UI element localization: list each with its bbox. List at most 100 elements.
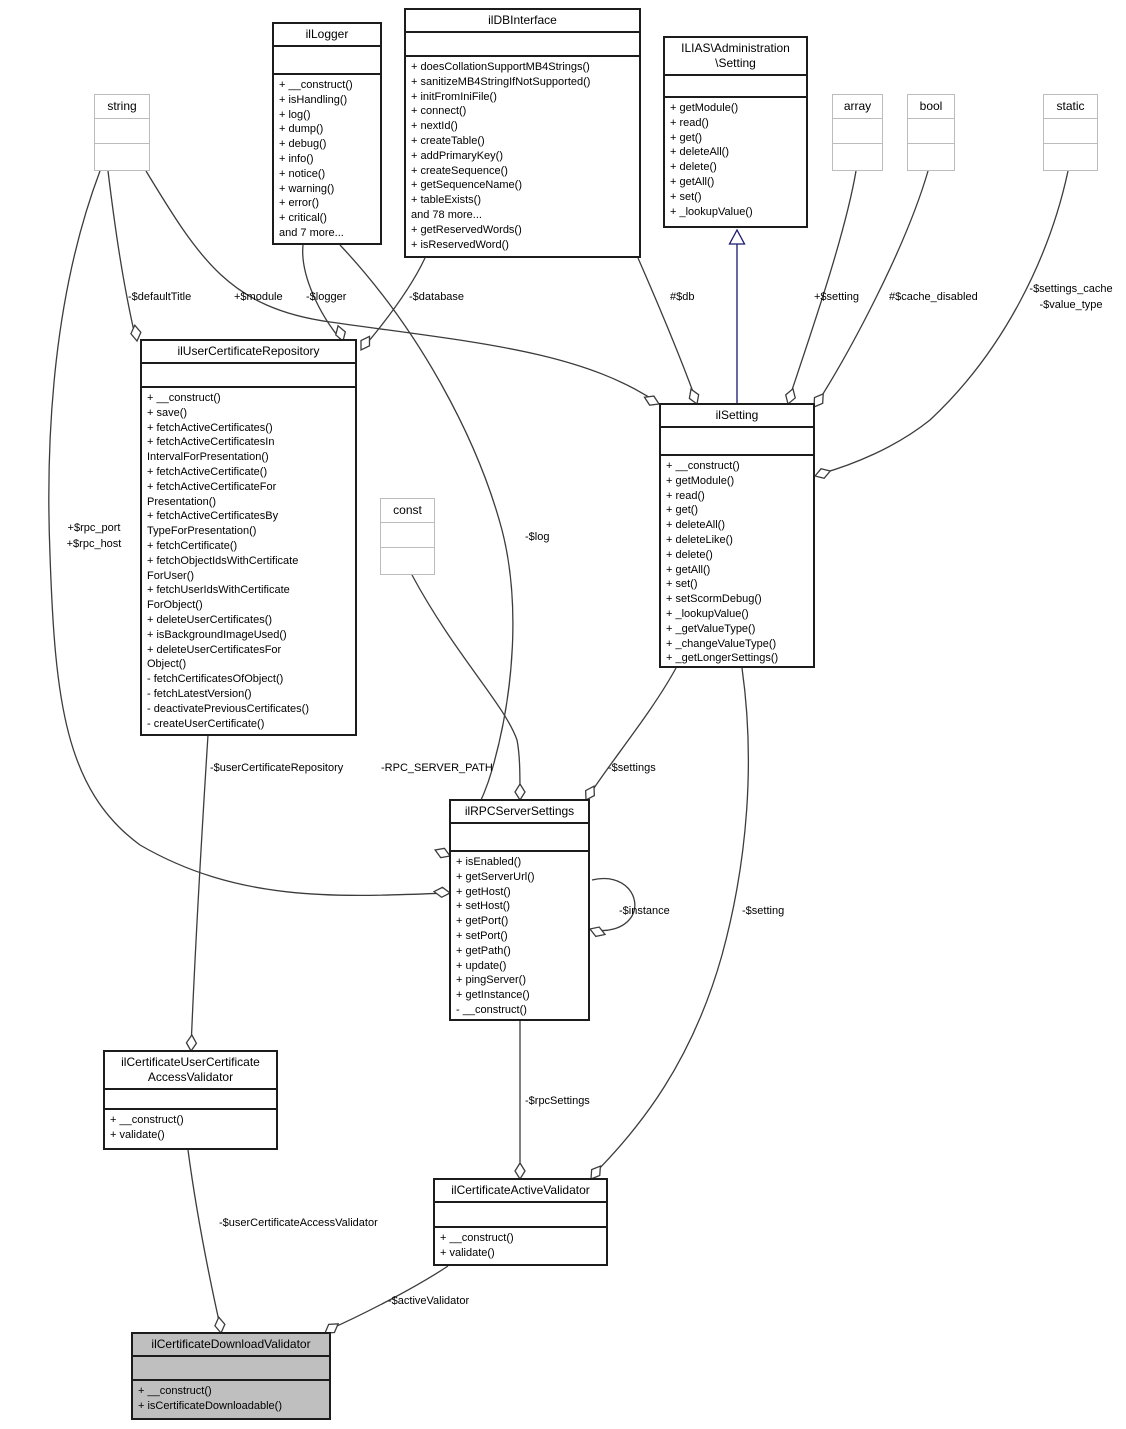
text-line: + fetchUserIdsWithCertificate (147, 584, 290, 597)
text-line: - fetchCertificatesOfObject() (147, 673, 284, 686)
text-line: + _changeValueType() (666, 637, 777, 650)
edge-label-active-validator: -$activeValidator (388, 1295, 470, 1307)
aggregation-diamond (130, 323, 142, 343)
text-line: + read() (670, 116, 709, 129)
text-line: + dump() (279, 123, 324, 136)
aggregation-diamond (434, 847, 452, 859)
edge-label-line: +$rpc_port (67, 522, 121, 534)
class-ilcertificatedownloadvalidator[interactable]: ilCertificateDownloadValidator + __const… (131, 1332, 331, 1420)
text-line: ilCertificateUserCertificate (121, 1055, 260, 1069)
text-line: + log() (279, 108, 311, 121)
text-line: + info() (279, 152, 314, 165)
text-line: + notice() (279, 167, 326, 180)
text-line: + addPrimaryKey() (411, 149, 504, 162)
type-title: const (381, 499, 434, 523)
edge-label-user-certificate-repository: -$userCertificateRepository (210, 762, 344, 774)
edge-label-database: -$database (409, 291, 465, 303)
text-line: - deactivatePreviousCertificates() (147, 702, 310, 715)
edge-rpc-server-path (411, 574, 521, 798)
text-line: + initFromIniFile() (411, 90, 497, 103)
class-ilcertificateactivevalidator[interactable]: ilCertificateActiveValidator + __constru… (433, 1178, 608, 1266)
text-line: ilLogger (305, 27, 349, 41)
text-line: \Setting (715, 56, 756, 70)
aggregation-diamond (323, 1323, 340, 1334)
edge-label-setting: -$setting (742, 905, 785, 917)
text-line: ilUserCertificateRepository (177, 344, 320, 358)
text-line: - fetchLatestVersion() (147, 687, 252, 700)
edge-label-default-title: -$defaultTitle (128, 291, 192, 303)
edge-user-certificate-repository (190, 734, 209, 1049)
aggregation-diamond (432, 886, 452, 899)
edge-db (637, 257, 697, 401)
class-ilias-administration-setting[interactable]: ILIAS\Administration\Setting + getModule… (663, 36, 808, 228)
text-line: + set() (670, 190, 702, 203)
edge-label-line: +$rpc_host (66, 538, 122, 550)
text-line: + fetchActiveCertificateFor (147, 480, 277, 493)
text-line: + __construct() (440, 1232, 514, 1244)
text-line: + fetchObjectIdsWithCertificate (147, 554, 299, 567)
class-title: ilUserCertificateRepository (142, 341, 355, 364)
aggregation-diamond (335, 324, 347, 343)
text-line: + _getLongerSettings() (666, 652, 779, 665)
text-line: + fetchActiveCertificatesBy (147, 510, 279, 523)
text-line: + isCertificateDownloadable() (138, 1399, 282, 1412)
attributes-compartment (95, 119, 149, 144)
text-line: + _getValueType() (666, 622, 756, 635)
text-line: + sanitizeMB4StringIfNotSupported() (411, 75, 591, 88)
text-line: TypeForPresentation() (147, 525, 257, 538)
text-line: - createUserCertificate() (147, 717, 265, 730)
aggregation-diamond (590, 1165, 602, 1180)
aggregation-diamond (514, 1161, 526, 1181)
methods-compartment (381, 548, 434, 574)
edge-active-validator (325, 1265, 449, 1332)
text-line: + debug() (279, 138, 327, 151)
aggregation-diamond (185, 1033, 198, 1053)
text-line: const (393, 503, 422, 517)
attributes-compartment (451, 824, 588, 852)
text-line: ForObject() (147, 599, 203, 612)
type-box-bool: bool (907, 94, 955, 171)
text-line: + createTable() (411, 134, 485, 147)
edge-instance-loop (590, 877, 636, 932)
edge-label-setting-array: +$setting (814, 291, 859, 303)
text-line: + __construct() (666, 460, 740, 472)
text-line: + connect() (411, 105, 467, 118)
text-line: + __construct() (147, 392, 221, 404)
text-line: + update() (456, 959, 507, 972)
text-line: string (107, 99, 137, 113)
edge-label-settings-cache-value-type: -$settings_cache -$value_type (1018, 281, 1124, 313)
attributes-compartment (142, 364, 355, 388)
text-line: + isReservedWord() (411, 238, 509, 251)
edge-module (145, 170, 659, 404)
text-line: Presentation() (147, 495, 217, 508)
methods-compartment: + __construct()+ save()+ fetchActiveCert… (142, 388, 355, 734)
text-line: + error() (279, 197, 320, 210)
text-line: + getAll() (670, 175, 715, 188)
text-line: + setScormDebug() (666, 593, 762, 606)
text-line: + isEnabled() (456, 856, 522, 868)
edge-logger (302, 244, 342, 341)
text-line: ilCertificateActiveValidator (451, 1183, 590, 1197)
class-ilrpcserversettings[interactable]: ilRPCServerSettings + isEnabled()+ getSe… (449, 799, 590, 1021)
text-line: ILIAS\Administration (681, 41, 790, 55)
class-ildbinterface[interactable]: ilDBInterface + doesCollationSupportMB4S… (404, 8, 641, 258)
aggregation-diamond (360, 335, 371, 352)
edge-label-line: -$value_type (1039, 299, 1103, 311)
text-line: + getSequenceName() (411, 179, 522, 192)
text-line: + _lookupValue() (666, 607, 749, 620)
aggregation-diamond (643, 395, 661, 406)
edge-setting (591, 667, 750, 1177)
class-ilsetting[interactable]: ilSetting + __construct()+ getModule()+ … (659, 403, 815, 668)
class-title: ilCertificateDownloadValidator (133, 1334, 329, 1357)
class-ilusercertificaterepository[interactable]: ilUserCertificateRepository + __construc… (140, 339, 357, 736)
edge-label-db: #$db (670, 291, 695, 303)
text-line: + delete() (670, 161, 717, 174)
class-illogger[interactable]: ilLogger + __construct()+ isHandling()+ … (272, 22, 382, 245)
class-title: ilDBInterface (406, 10, 639, 33)
aggregation-diamond (784, 387, 796, 406)
edge-label-user-certificate-access-validator: -$userCertificateAccessValidator (219, 1217, 378, 1229)
